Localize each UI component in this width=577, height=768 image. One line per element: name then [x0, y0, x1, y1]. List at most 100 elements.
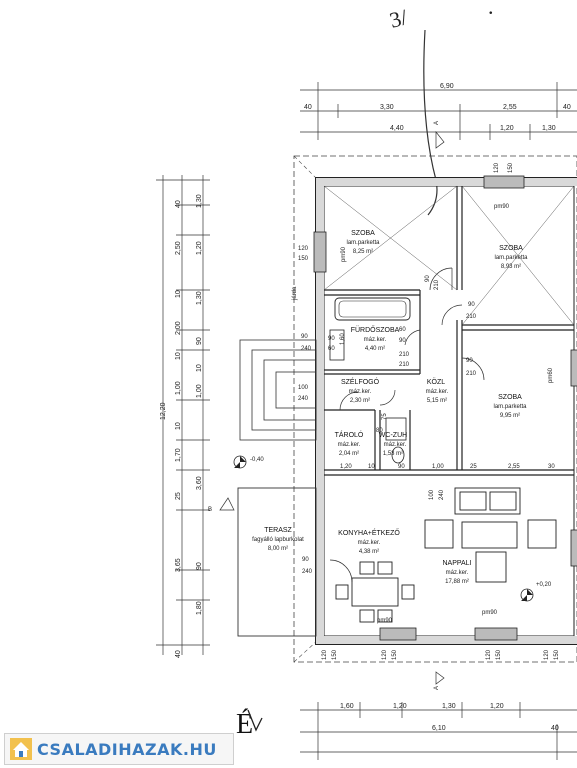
door-b-90: 90 [468, 302, 475, 308]
level-marker-right [520, 588, 534, 602]
room-szoba2-area: 8,93 m² [501, 264, 521, 270]
room-terasz-name: TERASZ [264, 527, 292, 534]
level-right: +0,20 [536, 582, 552, 588]
section-b-arrow [219, 497, 235, 511]
misc-dim-100: 1,00 [432, 464, 444, 470]
room-konyha-name: KONYHA+ÉTKEZŐ [338, 528, 400, 537]
dim-bottom-120b: 1,20 [490, 703, 504, 710]
opening-bottom-c-150: 150 [496, 649, 502, 660]
dim-left-seg-40b: 40 [175, 650, 182, 658]
dim-top-40-right: 40 [563, 104, 571, 111]
dim-left-seg-130b: 1,30 [196, 291, 203, 305]
dim-left-seg-40: 40 [175, 200, 182, 208]
dim-left-seg-365: 3,65 [175, 558, 182, 572]
room-tarolo-area: 2,04 m² [339, 451, 359, 457]
section-a-top-label: A [434, 121, 440, 125]
room-furdo-name: FÜRDŐSZOBA [351, 325, 400, 334]
room-terasz-area: 8,00 m² [268, 546, 288, 552]
room-konyha-floor: máz.ker. [358, 540, 381, 546]
room-szelfogo-area: 2,30 m² [350, 398, 370, 404]
room-nappali-name: NAPPALI [442, 560, 471, 567]
door-c-210: 210 [466, 371, 477, 377]
shower [385, 417, 407, 441]
room-wc-floor: máz.ker. [384, 442, 407, 448]
opening-left-120: 120 [298, 246, 309, 252]
opening-pm90-left: pm90 [341, 246, 347, 262]
room-furdo-area: 4,40 m² [365, 346, 385, 352]
room-szoba1-floor: lam.parketta [346, 240, 380, 246]
opening-bottom-d-120: 120 [544, 649, 550, 660]
szoba1-area [323, 185, 575, 326]
misc-dim-90: 90 [398, 464, 405, 470]
misc-dim-100b: 100 [429, 489, 435, 500]
room-kozl-area: 5,15 m² [427, 398, 447, 404]
roof-outline [293, 155, 577, 663]
dim-bottom-40: 40 [551, 725, 559, 732]
door-left-240: 240 [301, 346, 312, 352]
dim-left-seg-200: 2,00 [175, 321, 182, 335]
dim-top-total: 6,90 [440, 83, 454, 90]
level-marker-left [233, 455, 247, 469]
handwritten-dot: . [488, 0, 494, 19]
dim-left-seg-250: 2,50 [175, 241, 182, 255]
dim-top-120: 1,20 [500, 125, 514, 132]
room-szoba3-area: 9,95 m² [500, 413, 520, 419]
misc-dim-240: 240 [439, 489, 445, 500]
compass-mark [247, 709, 263, 732]
misc-dim-80: 80 [376, 428, 383, 434]
room-tarolo-floor: máz.ker. [338, 442, 361, 448]
dim-left-seg-25: 25 [175, 492, 182, 500]
opening-top-120: 120 [494, 162, 500, 173]
door-b-210: 210 [466, 314, 477, 320]
dim-bottom-610: 6,10 [432, 725, 446, 732]
bottom-dimension-lines [300, 702, 577, 760]
bathtub [334, 297, 411, 321]
door-d-90: 90 [399, 338, 406, 344]
misc-dim-25: 25 [470, 464, 477, 470]
dim-top-255: 2,55 [503, 104, 517, 111]
room-wc-area: 1,53 m² [383, 451, 403, 457]
door-swings [329, 267, 485, 583]
windows [313, 175, 577, 641]
dim-left-seg-10b: 10 [175, 352, 182, 360]
watermark-banner: CSALADIHAZAK.HU [4, 733, 234, 765]
dim-left-seg-170: 1,70 [175, 448, 182, 462]
door-a-210: 210 [434, 279, 440, 290]
dim-left-seg-10a: 10 [175, 290, 182, 298]
room-wc-name: WC-ZUH [379, 432, 407, 439]
room-szoba1-area: 8,25 m² [353, 249, 373, 255]
opening-pm60-right: pm60 [548, 367, 554, 383]
dim-top-330: 3,30 [380, 104, 394, 111]
handwritten-note: 3/ [387, 4, 411, 33]
dim-left-seg-100b: 1,00 [196, 384, 203, 398]
section-a-bottom-arrow [435, 671, 445, 685]
misc-dim-10: 10 [368, 464, 375, 470]
room-kozl-floor: máz.ker. [426, 389, 449, 395]
dim-left-seg-10c: 10 [196, 364, 203, 372]
bathroom-sink [329, 329, 345, 361]
dining-table [335, 561, 415, 623]
misc-dim-75: 75 [382, 413, 388, 420]
door-wc-60: 60 [399, 327, 406, 333]
door-100: 100 [298, 385, 309, 391]
opening-pm90-bottom-left: pm90 [377, 618, 393, 624]
misc-dim-120: 1,20 [340, 464, 352, 470]
dim-left-total: 12,20 [160, 402, 167, 420]
opening-pm90-bottom-right: pm90 [482, 610, 498, 616]
terrace-area [237, 487, 317, 637]
dim-left-seg-180: 1,80 [196, 601, 203, 615]
section-a-bottom-label: A [434, 686, 440, 690]
dim-left-seg-360: 3,60 [196, 476, 203, 490]
door-terasz-90: 90 [302, 557, 309, 563]
opening-bottom-c-120: 120 [486, 649, 492, 660]
door-terasz-240: 240 [302, 569, 313, 575]
room-nappali-area: 17,88 m² [445, 579, 469, 585]
living-room-furniture [424, 519, 557, 583]
compass-north-label: É [236, 709, 253, 740]
door-c-90: 90 [466, 358, 473, 364]
room-szoba3-name: SZOBA [498, 394, 522, 401]
door-bath-90: 90 [328, 336, 335, 342]
room-nappali-floor: máz.ker. [446, 570, 469, 576]
dim-top-130: 1,30 [542, 125, 556, 132]
dim-top-440: 4,40 [390, 125, 404, 132]
